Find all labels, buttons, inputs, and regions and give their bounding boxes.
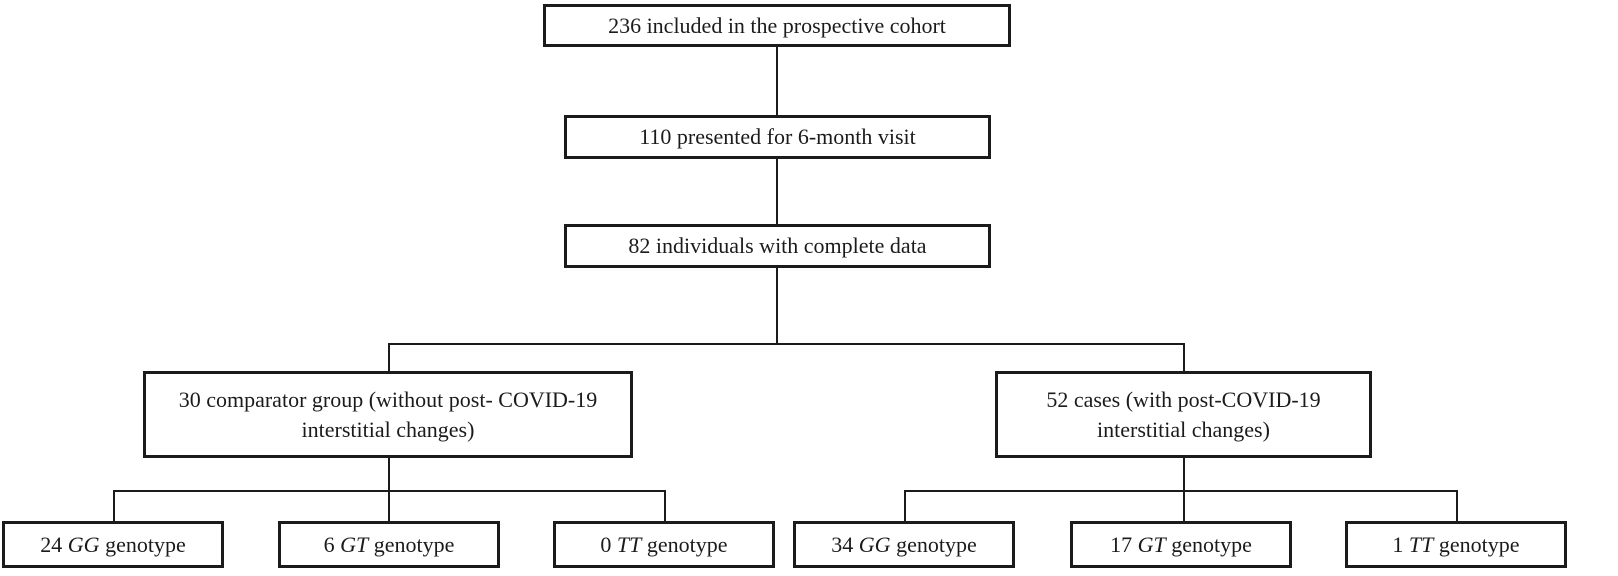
genotype-suffix: genotype	[646, 531, 728, 557]
node-label: 0 TT genotype	[600, 530, 727, 559]
node-6-month-visit: 110 presented for 6-month visit	[564, 115, 991, 159]
genotype-count: 34	[831, 531, 854, 557]
node-label-line1: 52 cases (with post-COVID-19	[1046, 387, 1321, 413]
node-label-line2: interstitial changes)	[1097, 416, 1270, 442]
connector-drop-gg-comparator	[113, 490, 115, 522]
genotype-count: 6	[323, 531, 335, 557]
connector-split-horizontal	[388, 343, 1185, 345]
node-label: 236 included in the prospective cohort	[608, 12, 946, 38]
connector-drop-tt-comparator	[664, 490, 666, 522]
genotype-count: 24	[40, 531, 63, 557]
connector-drop-gg-cases	[904, 490, 906, 522]
node-label: 110 presented for 6-month visit	[639, 124, 916, 150]
node-label: 17 GT genotype	[1110, 530, 1252, 559]
connector-cases-to-leaves	[1183, 457, 1185, 522]
node-label: 82 individuals with complete data	[628, 233, 927, 259]
genotype-allele: GG	[67, 531, 100, 557]
genotype-allele: TT	[1408, 531, 1434, 557]
genotype-allele: GG	[858, 531, 891, 557]
connector-comparator-leaves-horizontal	[113, 490, 666, 492]
node-comparator-group: 30 comparator group (without post- COVID…	[143, 371, 633, 458]
genotype-suffix: genotype	[105, 531, 186, 557]
connector-drop-cases	[1183, 343, 1185, 372]
node-label: 1 TT genotype	[1392, 530, 1519, 559]
node-label: 6 GT genotype	[324, 530, 455, 559]
genotype-suffix: genotype	[1438, 531, 1520, 557]
node-genotype-gt-cases: 17 GT genotype	[1070, 521, 1292, 568]
node-genotype-tt-comparator: 0 TT genotype	[553, 521, 775, 568]
genotype-allele: GT	[340, 531, 369, 557]
node-genotype-gt-comparator: 6 GT genotype	[278, 521, 500, 568]
genotype-allele: GT	[1137, 531, 1166, 557]
connector-drop-comparator	[388, 343, 390, 372]
node-genotype-gg-comparator: 24 GG genotype	[2, 521, 224, 568]
node-label-line1: 30 comparator group (without post- COVID…	[178, 387, 598, 413]
connector-drop-tt-cases	[1456, 490, 1458, 522]
node-label: 24 GG genotype	[40, 530, 185, 559]
genotype-count: 1	[1392, 531, 1404, 557]
connector-comparator-to-leaves	[388, 457, 390, 522]
genotype-suffix: genotype	[1171, 531, 1252, 557]
connector-cases-leaves-horizontal	[904, 490, 1458, 492]
genotype-suffix: genotype	[373, 531, 455, 557]
node-label-line2: interstitial changes)	[301, 416, 475, 442]
connector-cohort-to-visit	[776, 46, 778, 116]
connector-visit-to-complete	[776, 158, 778, 225]
genotype-count: 0	[600, 531, 612, 557]
genotype-suffix: genotype	[896, 531, 977, 557]
genotype-count: 17	[1110, 531, 1133, 557]
node-complete-data: 82 individuals with complete data	[564, 224, 991, 268]
node-genotype-gg-cases: 34 GG genotype	[793, 521, 1015, 568]
node-cases-group: 52 cases (with post-COVID-19 interstitia…	[995, 371, 1372, 458]
connector-complete-to-split	[776, 267, 778, 345]
genotype-allele: TT	[616, 531, 642, 557]
node-included-cohort: 236 included in the prospective cohort	[543, 4, 1011, 47]
node-genotype-tt-cases: 1 TT genotype	[1345, 521, 1567, 568]
node-label: 34 GG genotype	[831, 530, 976, 559]
